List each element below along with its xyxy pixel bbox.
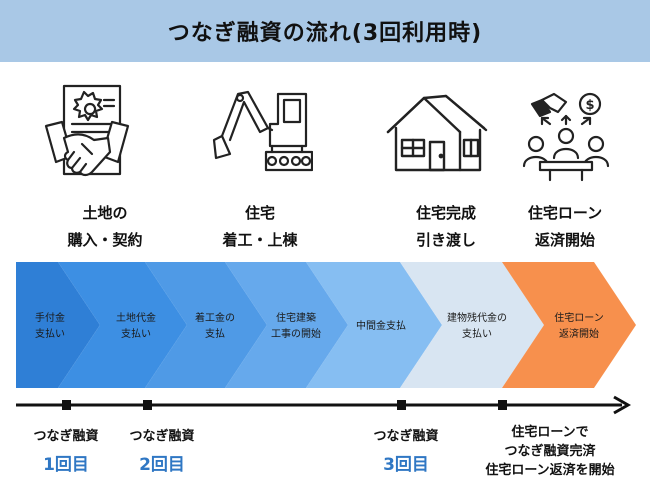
step-label-1: 手付金 支払い [35,313,65,340]
bridge-loan-count-2: 2回目 [139,455,185,475]
process-chevrons [16,262,636,388]
timeline [16,395,632,415]
stage-label-loan-line2: 返済開始 [534,231,595,249]
timeline-marker-4 [498,400,507,410]
bridge-loan-count-3: 3回目 [383,455,429,475]
step-label-5: 中間金支払 [356,321,406,332]
chevron-step-3 [145,262,267,388]
timeline-marker-3 [397,400,406,410]
stage-label-loan: 住宅ローン 返済開始 [500,200,630,254]
business-meeting-icon: $ [522,92,610,182]
chevron-step-6 [400,262,544,388]
stage-label-construction-line2: 着工・上棟 [222,231,298,249]
step-label-6: 建物残代金の 支払い [447,313,507,340]
bridge-loan-label-2: つなぎ融資 [129,429,195,444]
bridge-loan-label-3: つなぎ融資 [373,429,439,444]
chevron-step-7 [502,262,636,388]
timeline-marker-1 [62,400,71,410]
stage-label-completion-line2: 引き渡し [415,231,476,249]
chevron-step-4 [225,262,348,388]
stage-label-land: 土地の 購入・契約 [40,200,170,254]
house-icon [386,94,488,172]
stage-label-land-line2: 購入・契約 [67,231,143,249]
step-label-2: 土地代金 支払い [116,313,156,340]
page-title: つなぎ融資の流れ(3回利用時) [167,21,483,46]
stage-label-completion: 住宅完成 引き渡し [381,200,511,254]
stage-label-construction-line1: 住宅 [244,204,275,222]
timeline-marker-2 [143,400,152,410]
svg-text:$: $ [585,98,594,113]
bridge-loan-label-1: つなぎ融資 [33,429,99,444]
contract-handshake-icon [44,84,130,177]
step-label-3: 着工金の 支払 [195,313,235,340]
stage-label-loan-line1: 住宅ローン [527,204,603,222]
bridge-loan-count-1: 1回目 [43,455,89,475]
chevron-step-5 [306,262,442,388]
stage-label-construction: 住宅 着工・上棟 [195,200,325,254]
loan-completion-note: 住宅ローンで つなぎ融資完済 住宅ローン返済を開始 [485,425,615,478]
chevron-step-2 [58,262,187,388]
stage-label-land-line1: 土地の [82,204,128,222]
title-bar: つなぎ融資の流れ(3回利用時) [0,0,650,62]
timeline-arrowhead [613,395,632,415]
step-label-7: 住宅ローン 返済開始 [554,313,604,340]
excavator-icon [212,90,313,172]
step-label-4: 住宅建築 工事の開始 [271,313,321,340]
stage-label-completion-line1: 住宅完成 [415,204,476,222]
